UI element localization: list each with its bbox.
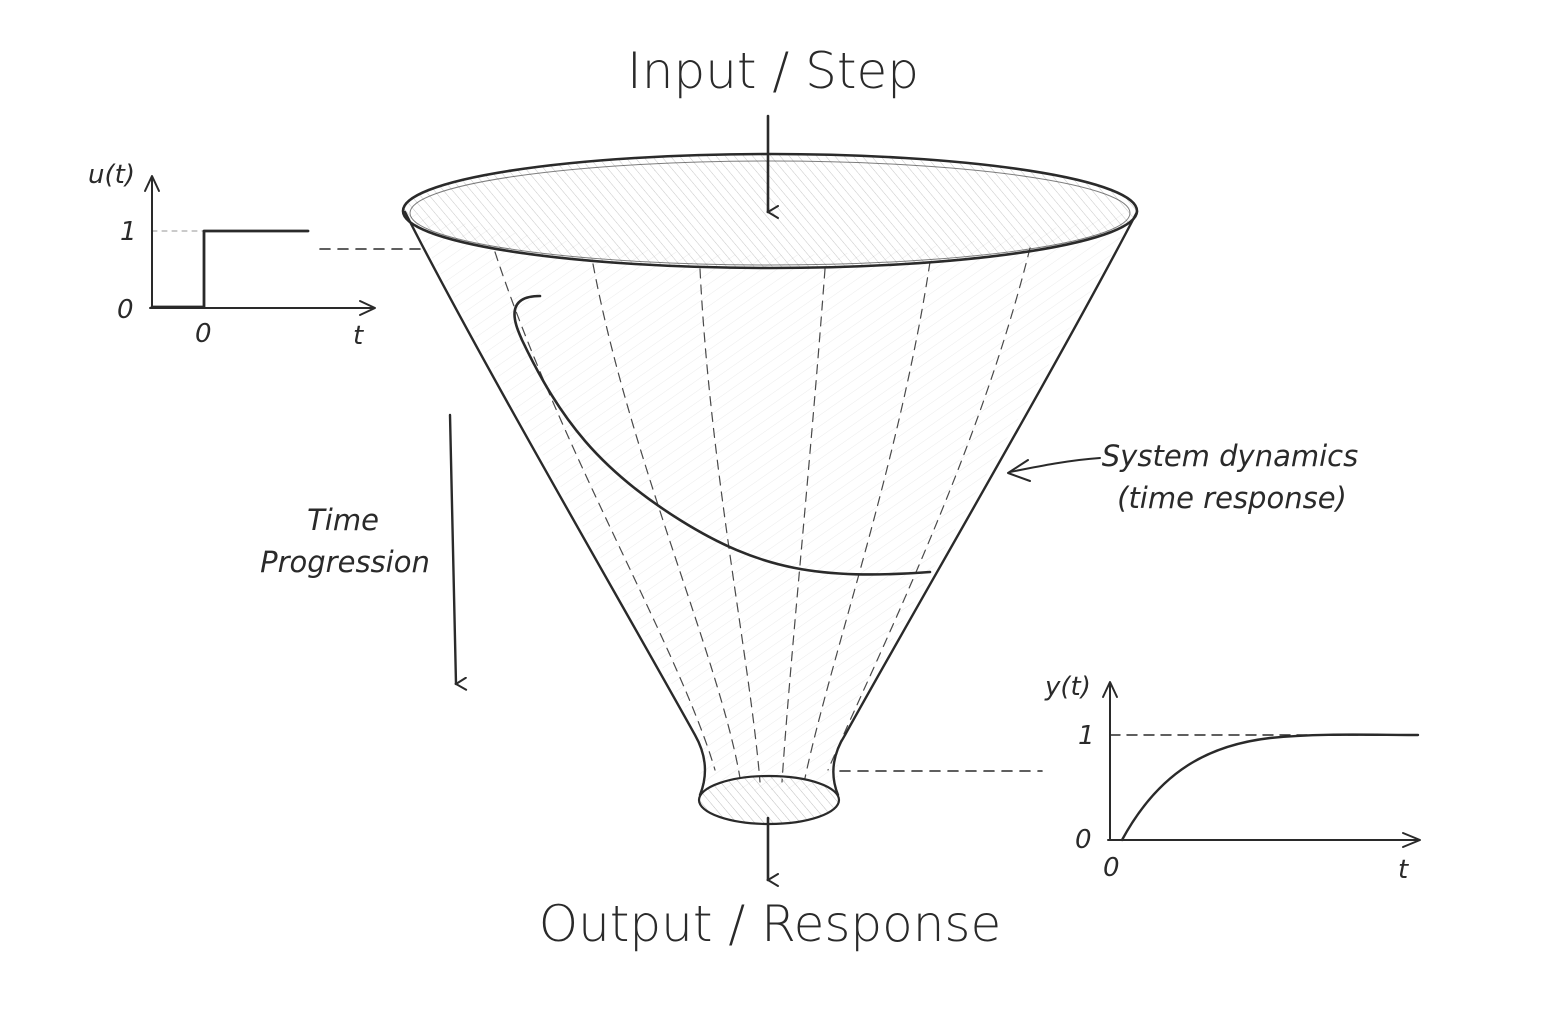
input-plot-ylabel: u(t) bbox=[88, 160, 135, 190]
output-plot-ytick-1: 1 bbox=[1078, 721, 1095, 751]
dynamics-pointer-arrow bbox=[1009, 457, 1101, 473]
funnel-meridians bbox=[494, 247, 1031, 783]
funnel bbox=[401, 152, 1139, 826]
time-label-line2: Progression bbox=[260, 545, 430, 579]
output-response-label: Output / Response bbox=[539, 895, 1001, 953]
title-input-step: Input / Step bbox=[627, 42, 919, 100]
time-progression-arrow bbox=[448, 413, 468, 691]
funnel-right-wall bbox=[832, 210, 1139, 797]
output-plot-ylabel: y(t) bbox=[1044, 672, 1091, 702]
output-plot-xtick-0: 0 bbox=[1103, 853, 1120, 883]
input-plot-ytick-1: 1 bbox=[120, 217, 137, 247]
input-plot-xlabel: t bbox=[353, 321, 364, 351]
input-plot-y-arrowhead bbox=[144, 175, 160, 192]
input-step-plot: u(t) 1 0 0 t bbox=[88, 160, 426, 351]
input-plot-ytick-0: 0 bbox=[117, 295, 134, 325]
time-label-line1: Time bbox=[307, 503, 379, 537]
funnel-bottom-opening-fill bbox=[699, 776, 839, 824]
output-plot-x-arrowhead bbox=[1402, 832, 1421, 848]
output-plot-ytick-0: 0 bbox=[1075, 825, 1092, 855]
input-plot-xtick-0: 0 bbox=[195, 319, 212, 349]
funnel-top-rim-inner bbox=[409, 160, 1131, 266]
funnel-top-rim bbox=[401, 152, 1139, 270]
output-plot-y-arrowhead bbox=[1102, 681, 1118, 698]
output-plot-xlabel: t bbox=[1398, 855, 1409, 885]
dynamics-pointer-arrowhead bbox=[1007, 459, 1031, 482]
input-step-signal bbox=[150, 229, 310, 309]
funnel-response-curve bbox=[513, 294, 932, 576]
dynamics-label-line1: System dynamics bbox=[1102, 439, 1358, 473]
funnel-body-shading bbox=[405, 210, 1137, 790]
output-response-plot: y(t) 1 0 0 t bbox=[839, 672, 1421, 885]
input-plot-x-arrowhead bbox=[359, 300, 376, 316]
dynamics-label-line2: (time response) bbox=[1117, 481, 1347, 515]
funnel-left-wall bbox=[403, 210, 707, 797]
output-response-signal bbox=[1120, 733, 1420, 842]
